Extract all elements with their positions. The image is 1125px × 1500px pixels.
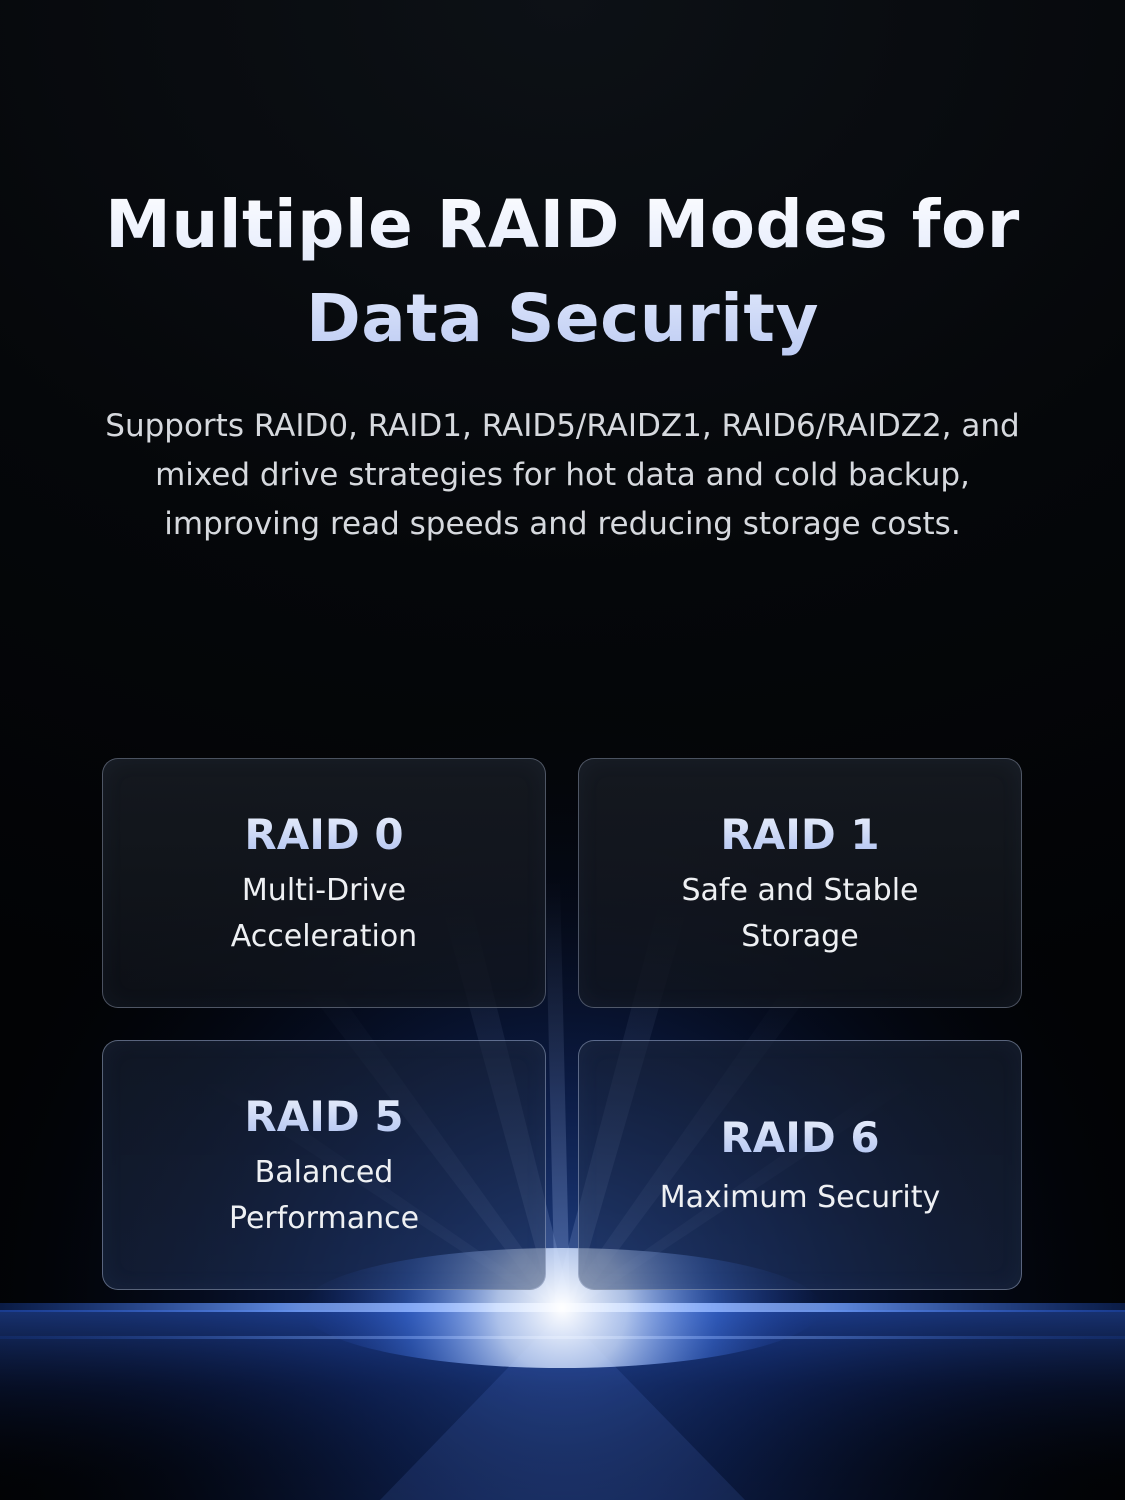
raid-1-title: RAID 1 xyxy=(720,806,879,864)
raid-6-desc-line-1: Maximum Security xyxy=(659,1180,941,1215)
description-line-2: mixed drive strategies for hot data and … xyxy=(155,457,970,493)
raid-5-description: Balanced Performance xyxy=(229,1150,419,1242)
raid-5-card: RAID 5 Balanced Performance xyxy=(102,1040,546,1290)
description-line-1: Supports RAID0, RAID1, RAID5/RAIDZ1, RAI… xyxy=(105,408,1020,444)
raid-0-desc-line-2: Acceleration xyxy=(230,919,418,954)
raid-1-desc-line-2: Storage xyxy=(741,919,859,954)
raid-1-card: RAID 1 Safe and Stable Storage xyxy=(578,758,1022,1008)
raid-0-description: Multi-Drive Acceleration xyxy=(231,868,417,960)
description-line-3: improving read speeds and reducing stora… xyxy=(164,506,961,542)
raid-1-desc-line-1: Safe and Stable xyxy=(681,873,919,908)
raid-1-description: Safe and Stable Storage xyxy=(682,868,919,960)
title-line-1: Multiple RAID Modes for xyxy=(105,186,1020,263)
raid-0-desc-line-1: Multi-Drive xyxy=(241,873,407,908)
raid-6-card: RAID 6 Maximum Security xyxy=(578,1040,1022,1290)
title-line-2: Data Security xyxy=(305,280,820,357)
raid-0-title: RAID 0 xyxy=(244,806,403,864)
raid-6-description: Maximum Security xyxy=(660,1175,941,1221)
raid-0-card: RAID 0 Multi-Drive Acceleration xyxy=(102,758,546,1008)
raid-5-desc-line-1: Balanced xyxy=(254,1155,394,1190)
raid-5-title: RAID 5 xyxy=(244,1088,403,1146)
page-title: Multiple RAID Modes for Data Security xyxy=(0,178,1125,366)
description: Supports RAID0, RAID1, RAID5/RAIDZ1, RAI… xyxy=(60,402,1065,549)
raid-5-desc-line-2: Performance xyxy=(228,1201,420,1236)
raid-6-title: RAID 6 xyxy=(720,1109,879,1167)
